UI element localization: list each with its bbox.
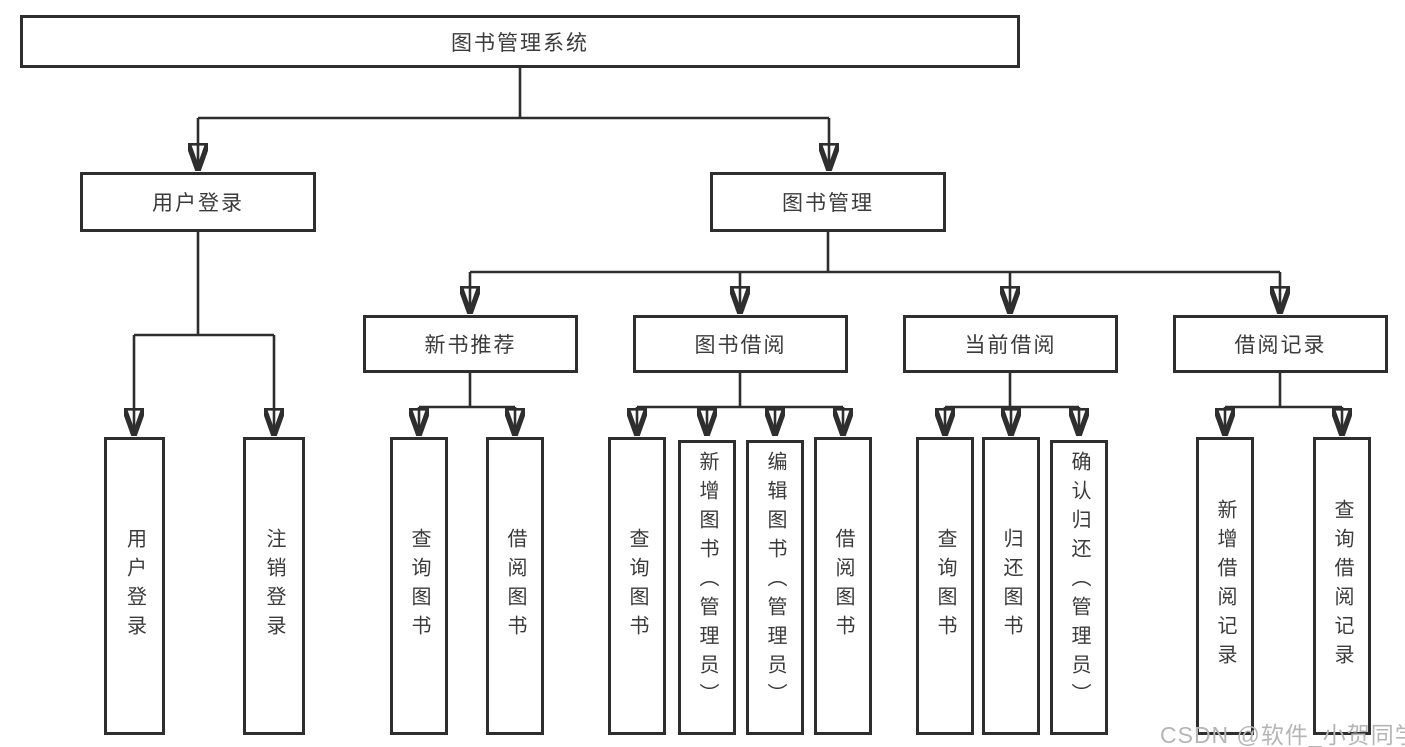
leaf-current-return-books: 归还图书: [982, 437, 1040, 735]
leaf-current-query-books: 查询图书: [916, 437, 974, 735]
node-book-management: 图书管理: [710, 172, 946, 232]
leaf-label: 借阅图书: [832, 528, 854, 644]
leaf-borrow-borrow-books: 借阅图书: [814, 437, 872, 735]
leaf-borrow-query-books: 查询图书: [608, 437, 666, 735]
leaf-label: 查询图书: [408, 528, 430, 644]
leaf-label: 归还图书: [1000, 528, 1022, 644]
node-borrow-records: 借阅记录: [1173, 315, 1388, 373]
leaf-label: 新增借阅记录: [1214, 499, 1236, 673]
leaf-logout: 注销登录: [243, 437, 305, 735]
node-system-root: 图书管理系统: [20, 15, 1020, 68]
node-user-login: 用户登录: [80, 172, 316, 232]
leaf-current-confirm-return-admin: 确认归还（管理员）: [1050, 440, 1108, 735]
leaf-user-login: 用户登录: [104, 437, 165, 735]
leaf-label: 借阅图书: [504, 528, 526, 644]
node-new-book-recommend: 新书推荐: [363, 315, 578, 373]
leaf-recommend-query-books: 查询图书: [390, 437, 448, 735]
leaf-recommend-borrow-books: 借阅图书: [486, 437, 544, 735]
leaf-label: 用户登录: [123, 528, 146, 644]
leaf-label: 新增图书（管理员）: [696, 451, 718, 712]
leaf-records-add-record: 新增借阅记录: [1196, 437, 1254, 735]
leaf-label: 注销登录: [263, 528, 285, 644]
node-current-borrow: 当前借阅: [903, 315, 1118, 373]
node-book-borrow: 图书借阅: [633, 315, 848, 373]
leaf-label: 查询图书: [626, 528, 648, 644]
leaf-borrow-edit-books-admin: 编辑图书（管理员）: [746, 440, 804, 735]
watermark: CSDN @软件_小贺同学: [1160, 722, 1405, 747]
leaf-records-query-record: 查询借阅记录: [1313, 437, 1371, 735]
leaf-label: 查询借阅记录: [1331, 499, 1353, 673]
leaf-label: 编辑图书（管理员）: [764, 451, 786, 712]
leaf-label: 查询图书: [934, 528, 956, 644]
leaf-borrow-add-books-admin: 新增图书（管理员）: [678, 440, 736, 735]
leaf-label: 确认归还（管理员）: [1068, 451, 1090, 712]
